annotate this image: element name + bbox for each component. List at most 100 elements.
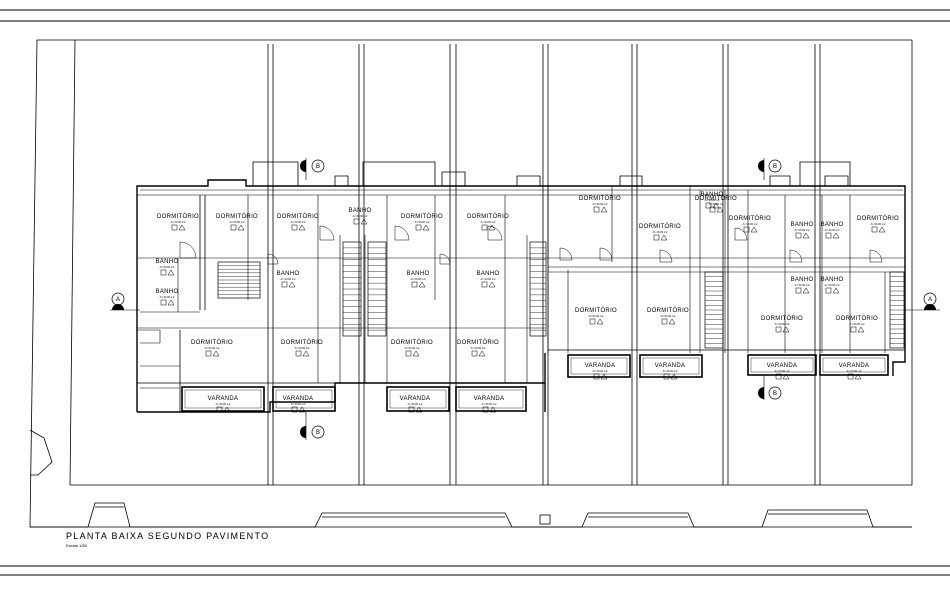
room-area: A= 00.00 m2	[405, 346, 420, 350]
level-triangle-icon	[596, 318, 604, 325]
level-triangle-icon	[488, 281, 496, 288]
marker-label: A	[928, 297, 932, 303]
staircases	[217, 241, 905, 349]
level-box	[281, 281, 288, 288]
level-triangle-icon	[832, 287, 840, 294]
room-name: BANHO	[349, 208, 372, 214]
room-name: DORMITÓRIO	[467, 213, 509, 220]
level-triangle-icon	[878, 226, 886, 233]
room-area: A= 00.00 m2	[663, 369, 678, 373]
section-markers: A A B B B B	[110, 158, 940, 440]
section-b-bottom-left: B	[300, 412, 325, 440]
level-triangle-icon	[288, 281, 296, 288]
room-area: A= 00.00 m2	[295, 346, 310, 350]
door-swing	[869, 249, 883, 263]
marker-label: B	[773, 164, 777, 170]
balcony-railing	[181, 386, 265, 412]
room-name: BANHO	[701, 192, 724, 198]
level-box	[160, 269, 167, 276]
level-triangle-icon	[298, 406, 306, 413]
level-triangle-icon	[167, 269, 175, 276]
level-box	[663, 373, 670, 380]
room-name: BANHO	[821, 222, 844, 228]
room-name: DORMITÓRIO	[729, 215, 771, 222]
sheet-frame	[0, 9, 950, 576]
room-area: A= 00.00 m2	[795, 283, 810, 287]
balcony-railing	[819, 354, 889, 376]
door-swing	[659, 249, 673, 263]
drawing-title: PLANTA BAIXA SEGUNDO PAVIMENTO	[66, 531, 269, 541]
level-triangle-icon	[802, 287, 810, 294]
level-triangle-icon	[223, 406, 231, 413]
room-area: A= 00.00 m2	[825, 283, 840, 287]
door-swing	[559, 247, 573, 261]
room-name: DORMITÓRIO	[575, 307, 617, 314]
room-name: BANHO	[791, 277, 814, 283]
room-area: A= 00.00 m2	[230, 220, 245, 224]
room-area: A= 00.00 m2	[871, 222, 886, 226]
level-box	[295, 350, 302, 357]
lot-boundary	[29, 39, 913, 528]
room-area: A= 00.00 m2	[795, 228, 810, 232]
room-area: A= 00.00 m2	[593, 202, 608, 206]
section-b-top-left: B	[300, 158, 325, 180]
room-area: A= 00.00 m2	[481, 277, 496, 281]
level-box	[825, 232, 832, 239]
balcony-floor	[642, 357, 700, 375]
room-area: A= 00.00 m2	[160, 295, 175, 299]
marker-label: A	[116, 297, 120, 303]
level-triangle-icon	[212, 350, 220, 357]
room-name: VARANDA	[767, 363, 798, 369]
level-triangle-icon	[237, 224, 245, 231]
level-triangle-icon	[712, 202, 720, 209]
level-triangle-icon	[832, 232, 840, 239]
room-name: DORMITÓRIO	[281, 339, 323, 346]
room-name: VARANDA	[283, 396, 314, 402]
level-box	[291, 406, 298, 413]
room-area: A= 00.00 m2	[589, 314, 604, 318]
level-box	[353, 218, 360, 225]
level-triangle-icon	[167, 299, 175, 306]
room-area: A= 00.00 m2	[709, 202, 724, 206]
room-name: DORMITÓRIO	[761, 315, 803, 322]
balcony-floor	[750, 357, 814, 373]
room-label: BANHO A= 00.00 m2	[701, 192, 724, 209]
room-area: A= 00.00 m2	[291, 220, 306, 224]
room-area: A= 00.00 m2	[291, 402, 306, 406]
room-name: DORMITÓRIO	[639, 223, 681, 230]
balcony-railing	[272, 386, 336, 412]
room-name: VARANDA	[655, 363, 686, 369]
room-area: A= 00.00 m2	[847, 369, 862, 373]
level-box	[171, 224, 178, 231]
door-swings	[179, 225, 883, 265]
level-box	[205, 350, 212, 357]
level-box	[160, 299, 167, 306]
balcony-floor	[458, 389, 524, 409]
balcony-railing	[455, 386, 527, 412]
room-area: A= 00.00 m2	[482, 402, 497, 406]
room-name: VARANDA	[208, 396, 239, 402]
room-area: A= 00.00 m2	[216, 402, 231, 406]
room-name: DORMITÓRIO	[216, 213, 258, 220]
level-box	[291, 224, 298, 231]
street-front	[30, 502, 912, 528]
room-area: A= 00.00 m2	[160, 265, 175, 269]
level-box	[795, 287, 802, 294]
room-name: BANHO	[156, 289, 179, 295]
